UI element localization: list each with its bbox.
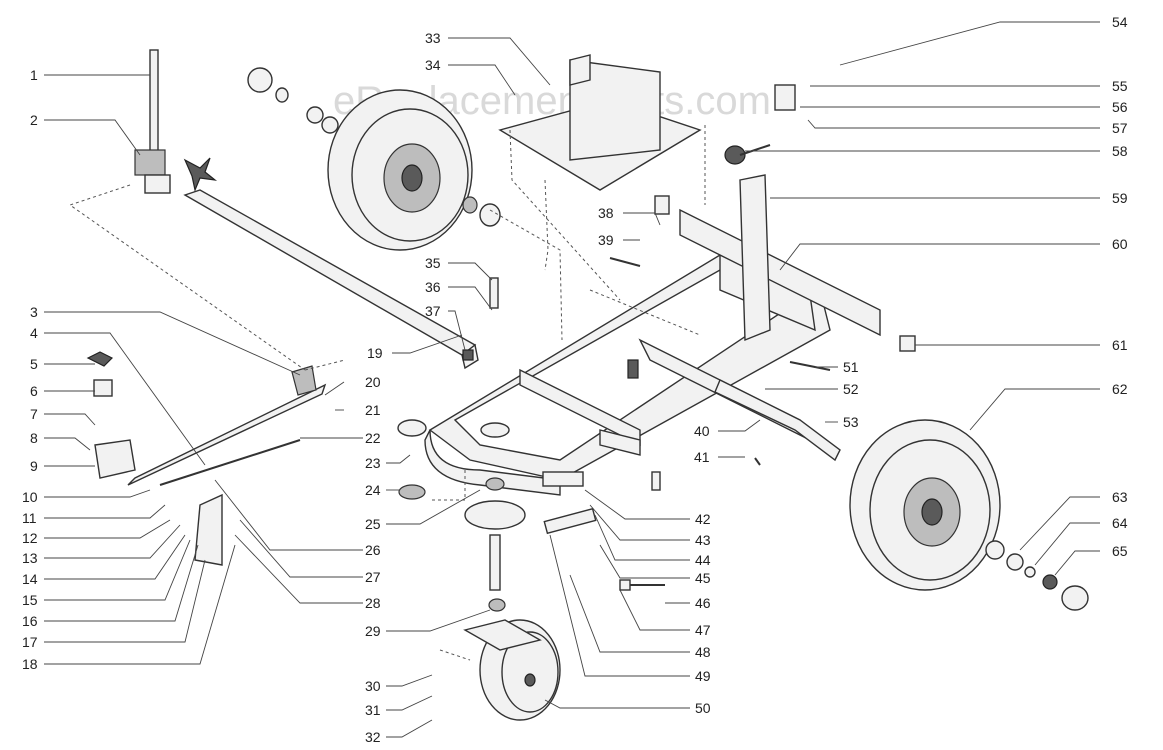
small-knob bbox=[86, 351, 114, 367]
part-label-21: 21 bbox=[365, 402, 381, 418]
part-label-60: 60 bbox=[1112, 236, 1128, 252]
triangle-plate bbox=[194, 493, 223, 566]
part-label-58: 58 bbox=[1112, 143, 1128, 159]
part-label-28: 28 bbox=[365, 595, 381, 611]
part-label-18: 18 bbox=[22, 656, 38, 672]
part-label-14: 14 bbox=[22, 571, 38, 587]
part-label-44: 44 bbox=[695, 552, 711, 568]
part-label-4: 4 bbox=[30, 325, 38, 341]
part-label-30: 30 bbox=[365, 678, 381, 694]
part-label-20: 20 bbox=[365, 374, 381, 390]
part-label-9: 9 bbox=[30, 458, 38, 474]
part-label-50: 50 bbox=[695, 700, 711, 716]
part-label-27: 27 bbox=[365, 569, 381, 585]
arm-bracket bbox=[291, 365, 317, 396]
part-label-51: 51 bbox=[843, 359, 859, 375]
part-label-10: 10 bbox=[22, 489, 38, 505]
part-label-35: 35 bbox=[425, 255, 441, 271]
part-label-1: 1 bbox=[30, 67, 38, 83]
part-label-37: 37 bbox=[425, 303, 441, 319]
part-label-46: 46 bbox=[695, 595, 711, 611]
part-label-12: 12 bbox=[22, 530, 38, 546]
part-label-36: 36 bbox=[425, 279, 441, 295]
mount-bar bbox=[542, 471, 584, 487]
part-label-31: 31 bbox=[365, 702, 381, 718]
part-label-59: 59 bbox=[1112, 190, 1128, 206]
lower-arm bbox=[127, 383, 327, 486]
bracket-block bbox=[94, 439, 136, 479]
part-label-38: 38 bbox=[598, 205, 614, 221]
part-label-48: 48 bbox=[695, 644, 711, 660]
part-label-24: 24 bbox=[365, 482, 381, 498]
caster-plate bbox=[464, 500, 526, 530]
part-label-7: 7 bbox=[30, 406, 38, 422]
post-clamp bbox=[134, 149, 166, 176]
part-label-32: 32 bbox=[365, 729, 381, 745]
part-label-40: 40 bbox=[694, 423, 710, 439]
part-label-49: 49 bbox=[695, 668, 711, 684]
part-label-41: 41 bbox=[694, 449, 710, 465]
part-label-39: 39 bbox=[598, 232, 614, 248]
bushing bbox=[397, 419, 427, 437]
part-label-17: 17 bbox=[22, 634, 38, 650]
leader-lines bbox=[44, 21, 1100, 738]
rod bbox=[159, 439, 301, 486]
caster-wheel bbox=[463, 619, 561, 721]
left-wheel bbox=[327, 89, 473, 251]
part-label-43: 43 bbox=[695, 532, 711, 548]
part-label-63: 63 bbox=[1112, 489, 1128, 505]
part-label-42: 42 bbox=[695, 511, 711, 527]
part-label-54: 54 bbox=[1112, 14, 1128, 30]
part-labels: 1 2 3 4 5 6 7 8 9 10 11 12 13 14 15 16 1… bbox=[22, 14, 1128, 745]
part-label-61: 61 bbox=[1112, 337, 1128, 353]
part-label-34: 34 bbox=[425, 57, 441, 73]
part-label-26: 26 bbox=[365, 542, 381, 558]
part-label-3: 3 bbox=[30, 304, 38, 320]
part-label-2: 2 bbox=[30, 112, 38, 128]
part-label-57: 57 bbox=[1112, 120, 1128, 136]
part-label-33: 33 bbox=[425, 30, 441, 46]
knob-58 bbox=[724, 145, 746, 165]
part-label-29: 29 bbox=[365, 623, 381, 639]
part-label-53: 53 bbox=[843, 414, 859, 430]
part-label-8: 8 bbox=[30, 430, 38, 446]
star-knob bbox=[183, 157, 218, 193]
hopper-tray bbox=[498, 54, 702, 191]
part-label-65: 65 bbox=[1112, 543, 1128, 559]
part-label-11: 11 bbox=[22, 510, 37, 526]
stem bbox=[489, 277, 499, 309]
part-label-45: 45 bbox=[695, 570, 711, 586]
part-label-22: 22 bbox=[365, 430, 381, 446]
axle bbox=[714, 379, 841, 462]
part-label-16: 16 bbox=[22, 613, 38, 629]
part-label-6: 6 bbox=[30, 383, 38, 399]
part-label-13: 13 bbox=[22, 550, 38, 566]
part-label-47: 47 bbox=[695, 622, 711, 638]
part-label-5: 5 bbox=[30, 356, 38, 372]
right-wheel bbox=[849, 419, 1001, 591]
part-label-25: 25 bbox=[365, 516, 381, 532]
part-label-52: 52 bbox=[843, 381, 859, 397]
part-label-19: 19 bbox=[367, 345, 383, 361]
part-label-15: 15 bbox=[22, 592, 38, 608]
part-label-56: 56 bbox=[1112, 99, 1128, 115]
part-label-64: 64 bbox=[1112, 515, 1128, 531]
part-label-62: 62 bbox=[1112, 381, 1128, 397]
part-label-23: 23 bbox=[365, 455, 381, 471]
part-label-55: 55 bbox=[1112, 78, 1128, 94]
